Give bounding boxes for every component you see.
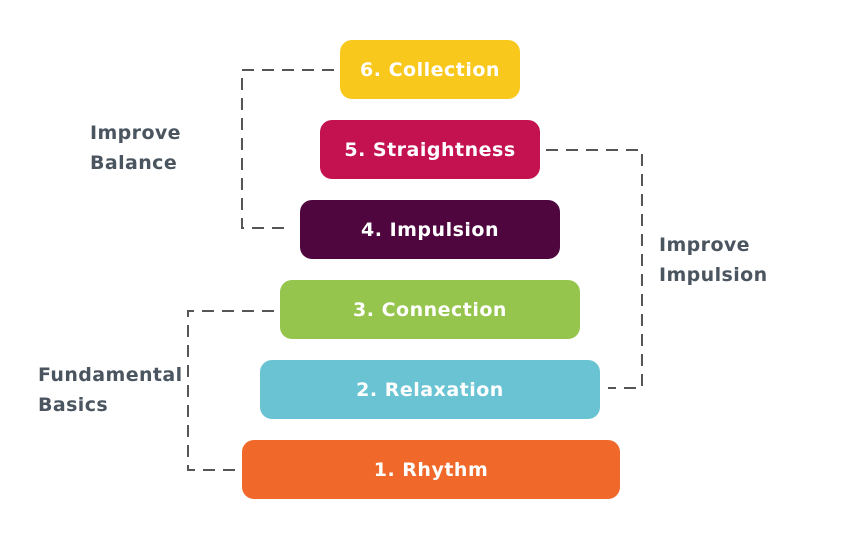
fundamental-basics-line-1: Fundamental	[38, 364, 183, 386]
level-4-impulsion: 4. Impulsion	[300, 200, 560, 259]
balance-bracket	[241, 69, 334, 229]
level-4-label: 4. Impulsion	[361, 218, 499, 241]
improve-balance-label: Improve Balance	[90, 118, 181, 178]
level-5-label: 5. Straightness	[344, 138, 516, 161]
level-6-collection: 6. Collection	[340, 40, 520, 99]
fundamental-basics-line-2: Basics	[38, 394, 109, 416]
improve-balance-line-2: Balance	[90, 152, 178, 174]
level-1-rhythm: 1. Rhythm	[242, 440, 620, 499]
level-3-label: 3. Connection	[353, 298, 507, 321]
level-2-label: 2. Relaxation	[356, 378, 504, 401]
improve-balance-line-1: Improve	[90, 122, 181, 144]
level-5-straightness: 5. Straightness	[320, 120, 540, 179]
basics-bracket	[187, 310, 274, 471]
improve-impulsion-line-2: Impulsion	[659, 264, 768, 286]
level-3-connection: 3. Connection	[280, 280, 580, 339]
improve-impulsion-line-1: Improve	[659, 234, 750, 256]
level-2-relaxation: 2. Relaxation	[260, 360, 600, 419]
improve-impulsion-label: Improve Impulsion	[659, 230, 768, 290]
fundamental-basics-label: Fundamental Basics	[38, 360, 183, 420]
impulsion-bracket	[546, 149, 643, 389]
level-6-label: 6. Collection	[360, 58, 500, 81]
level-1-label: 1. Rhythm	[373, 458, 489, 481]
